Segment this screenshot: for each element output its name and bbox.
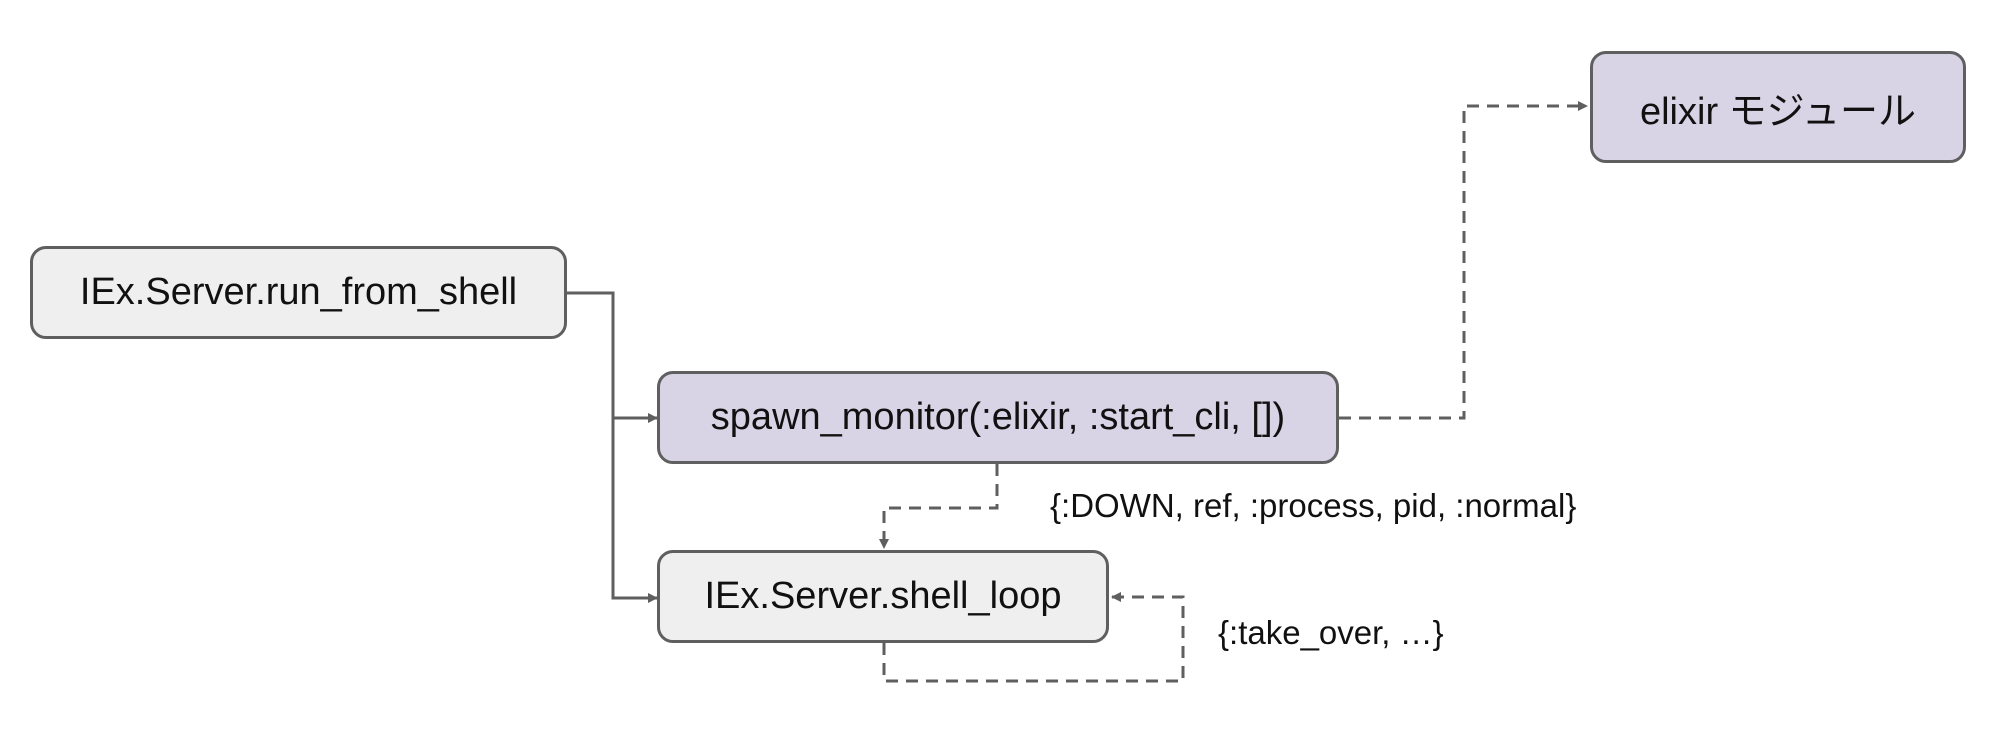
node-shell-loop: IEx.Server.shell_loop	[657, 550, 1109, 643]
edge-run-to-spawn	[567, 291, 658, 423]
edge-down-message	[879, 464, 999, 549]
node-run-from-shell-label: IEx.Server.run_from_shell	[79, 271, 518, 313]
edge-label-down-message: {:DOWN, ref, :process, pid, :normal}	[1050, 487, 1577, 524]
edge-take-over-loop	[882, 592, 1185, 683]
node-spawn-monitor: spawn_monitor(:elixir, :start_cli, [])	[657, 371, 1339, 464]
node-run-from-shell: IEx.Server.run_from_shell	[30, 246, 567, 339]
edge-run-to-shell-loop	[611, 418, 658, 603]
node-elixir-module: elixir モジュール	[1590, 51, 1966, 163]
node-elixir-module-label: elixir モジュール	[1639, 90, 1916, 133]
edge-spawn-to-elixir-module	[1339, 101, 1588, 420]
node-shell-loop-label: IEx.Server.shell_loop	[704, 575, 1062, 617]
edge-label-take-over: {:take_over, …}	[1218, 614, 1444, 651]
node-spawn-monitor-label: spawn_monitor(:elixir, :start_cli, [])	[710, 396, 1286, 438]
